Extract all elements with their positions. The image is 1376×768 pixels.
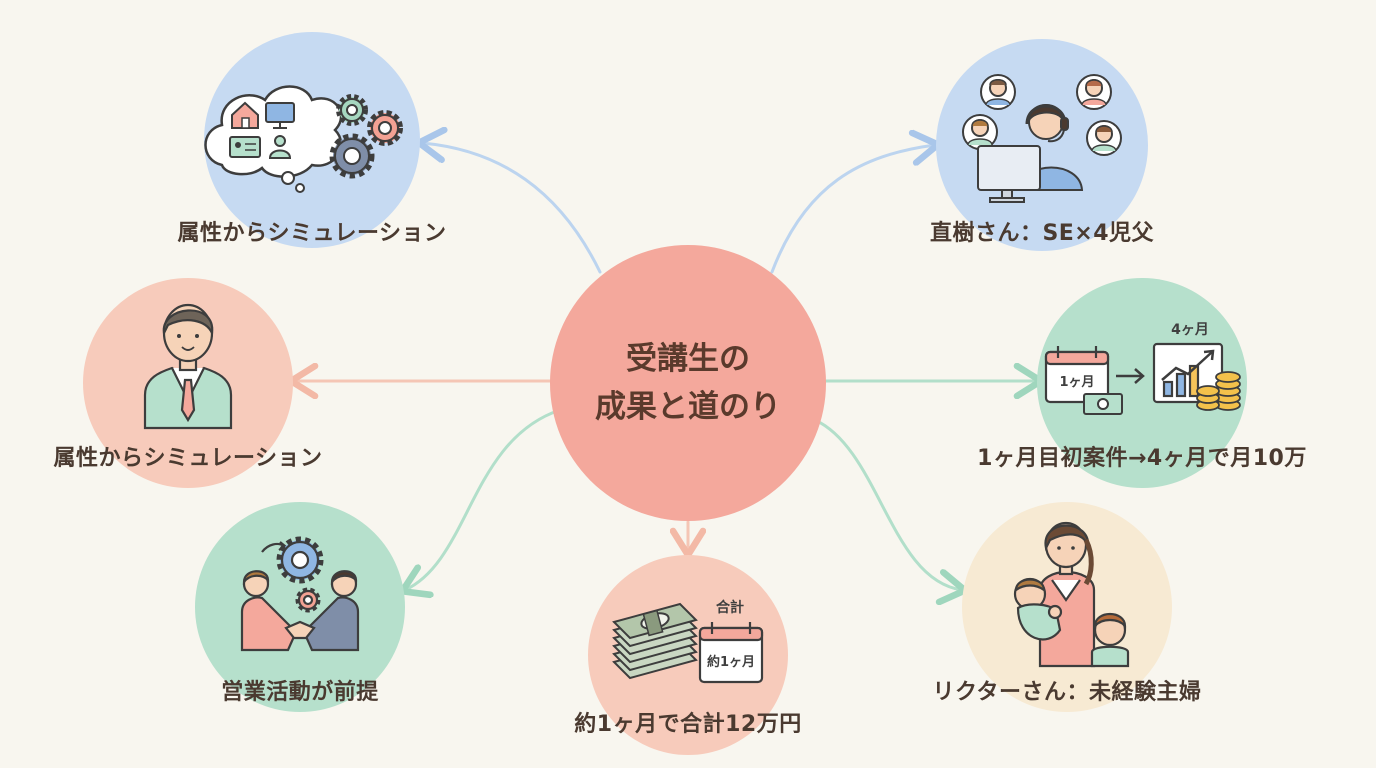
calendar-icon: 1ヶ月 xyxy=(1044,346,1110,404)
total-tag: 合計 xyxy=(716,599,744,616)
avatar-icon xyxy=(1086,120,1122,156)
id-card-icon xyxy=(229,136,261,158)
node-mid-right-label: 1ヶ月目初案件→4ヶ月で月10万 xyxy=(977,446,1307,471)
calendar-text: 約1ヶ月 xyxy=(707,654,755,670)
avatar-icon xyxy=(962,114,998,150)
center-title-line2: 成果と道のり xyxy=(595,389,781,425)
arrow-to-top-left xyxy=(422,143,602,274)
node-top-right-label: 直樹さん：SE×4児父 xyxy=(929,221,1155,246)
businessman-icon xyxy=(143,303,233,430)
monitor-icon xyxy=(265,102,295,129)
person-right-icon xyxy=(302,570,360,652)
calendar-icon: 約1ヶ月 xyxy=(698,622,764,684)
baby-icon xyxy=(1013,577,1063,641)
avatar-icon xyxy=(1076,74,1112,110)
node-top-left-label: 属性からシミュレーション xyxy=(177,221,447,246)
node-bottom-right-label: リクターさん：未経験主婦 xyxy=(932,680,1202,705)
person-left-icon xyxy=(240,570,298,652)
gear-icon xyxy=(295,587,321,613)
arrow-to-bottom-right xyxy=(813,418,962,590)
center-title-line1: 受講生の xyxy=(626,341,750,377)
node-mid-left-label: 属性からシミュレーション xyxy=(53,446,323,471)
user-icon xyxy=(268,135,292,159)
avatar-icon xyxy=(980,74,1016,110)
thought-bubble-icon xyxy=(204,85,343,193)
center-circle xyxy=(550,245,826,521)
calendar-text: 1ヶ月 xyxy=(1059,375,1094,390)
center-title: 受講生の 成果と道のり xyxy=(595,335,781,431)
arrow-to-top-right xyxy=(770,145,935,274)
node-bottom-center-label: 約1ヶ月で合計12万円 xyxy=(574,712,802,737)
handshake-illustration-icon xyxy=(240,536,360,652)
connectors xyxy=(294,143,1038,590)
gear-icon xyxy=(276,536,324,584)
money-bill-icon xyxy=(1083,393,1123,415)
operator-illustration-icon xyxy=(962,74,1122,203)
mother-children-illustration-icon xyxy=(1013,521,1130,668)
arrow-right-icon xyxy=(1116,368,1145,384)
child-icon xyxy=(1090,612,1130,668)
node-bottom-left-label: 営業活動が前提 xyxy=(221,680,379,705)
computer-monitor-icon xyxy=(977,145,1041,203)
gears-icon xyxy=(329,94,403,179)
node-mid-right-circle xyxy=(1037,278,1247,488)
money-stack-icon xyxy=(612,602,698,680)
house-icon xyxy=(231,101,259,129)
arrow-to-bottom-left xyxy=(405,408,562,590)
chart-tag: 4ヶ月 xyxy=(1171,322,1209,338)
coins-icon xyxy=(1196,371,1241,411)
